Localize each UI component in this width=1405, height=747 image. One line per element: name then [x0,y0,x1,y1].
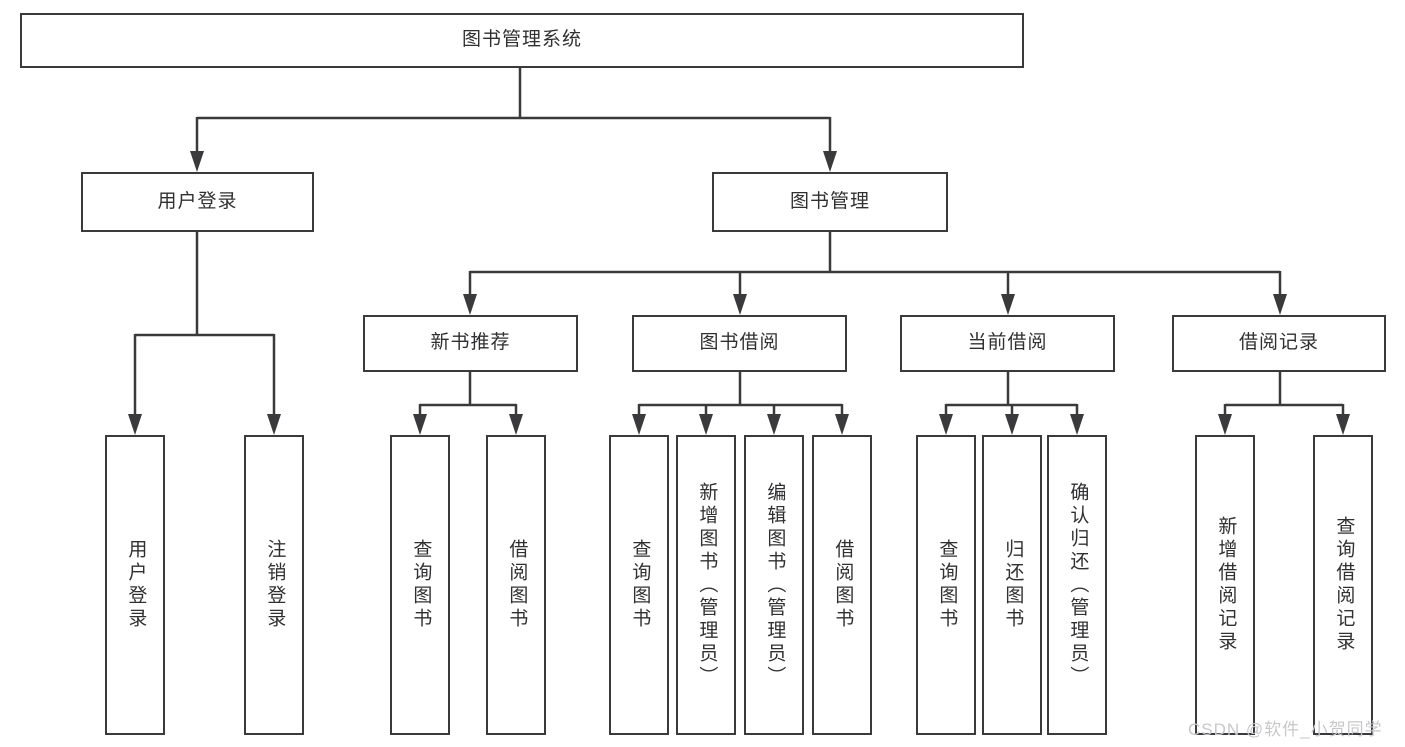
leaf-confirm-return-admin: 确认归还（管理员） [1047,435,1107,735]
leaf-edit-books-admin: 编辑图书（管理员） [744,435,804,735]
node-user-login: 用户登录 [81,172,314,232]
leaf-query-books-borrow: 查询图书 [609,435,669,735]
leaf-query-books-current: 查询图书 [916,435,976,735]
node-borrow-records: 借阅记录 [1172,315,1386,372]
leaf-user-login: 用户登录 [105,435,165,735]
node-current-borrow: 当前借阅 [900,315,1115,372]
leaf-query-borrow-record: 查询借阅记录 [1313,435,1373,735]
leaf-logout: 注销登录 [244,435,304,735]
leaf-add-books-admin: 新增图书（管理员） [676,435,736,735]
leaf-add-borrow-record: 新增借阅记录 [1195,435,1255,735]
arrowhead-icons [128,151,1350,435]
leaf-borrow-books: 借阅图书 [812,435,872,735]
leaf-return-books: 归还图书 [982,435,1042,735]
node-book-borrow: 图书借阅 [632,315,847,372]
root-node-library-system: 图书管理系统 [20,13,1024,68]
node-book-management: 图书管理 [712,172,948,232]
node-new-book-recommend: 新书推荐 [363,315,578,372]
leaf-borrow-books-recommend: 借阅图书 [486,435,546,735]
leaf-query-books-recommend: 查询图书 [390,435,450,735]
